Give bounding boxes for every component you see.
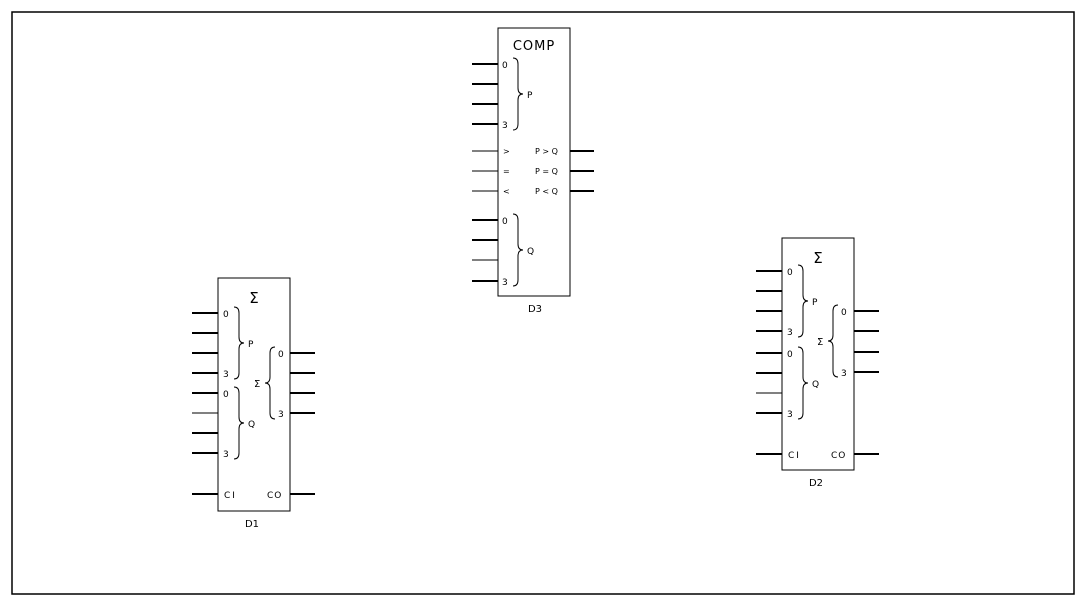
d3-lt-out-label: P < Q <box>535 187 558 196</box>
d1-title: Σ <box>249 289 258 307</box>
d1-sum-label-0: 0 <box>278 350 284 360</box>
d3-eq-in-label: = <box>503 167 510 176</box>
d3-q-label-0: 0 <box>502 217 508 227</box>
d3-q-label-3: 3 <box>502 278 508 288</box>
d1-p-brace <box>233 306 245 380</box>
d2-sum-label-0: 0 <box>841 308 847 318</box>
d1-designator: D1 <box>245 519 259 530</box>
d2-p-brace <box>797 264 809 338</box>
d1-q-brace <box>233 386 245 460</box>
d1-ci-label: CI <box>224 491 237 501</box>
component-d3-comparator[interactable]: COMP 0 3 P > = < P > Q P = Q P < Q 0 3 Q… <box>472 27 594 315</box>
component-d2-adder[interactable]: Σ 0 3 P 0 3 Q Σ 0 3 CI CO D2 <box>756 237 879 489</box>
d3-title: COMP <box>513 39 555 54</box>
d2-p-label-0: 0 <box>787 268 793 278</box>
d3-eq-out-label: P = Q <box>535 167 558 176</box>
d3-p-label: P <box>527 91 533 101</box>
d2-body <box>781 237 855 471</box>
d2-p-label: P <box>812 298 818 308</box>
d1-body <box>217 277 291 512</box>
d3-p-brace <box>512 57 524 131</box>
sheet-border <box>11 11 1075 595</box>
d3-p-label-0: 0 <box>502 61 508 71</box>
d2-co-label: CO <box>831 451 846 461</box>
d1-sum-label-3: 3 <box>278 410 284 420</box>
d1-q-label-3: 3 <box>223 450 229 460</box>
d2-sum-brace <box>827 304 839 378</box>
d3-lt-in-label: < <box>503 187 510 196</box>
d1-p-label: P <box>248 340 254 350</box>
d3-gt-out-label: P > Q <box>535 147 558 156</box>
d3-p-label-3: 3 <box>502 121 508 131</box>
d2-q-label-3: 3 <box>787 410 793 420</box>
d1-p-label-0: 0 <box>223 310 229 320</box>
d2-q-label-0: 0 <box>787 350 793 360</box>
d2-title: Σ <box>813 249 822 267</box>
d3-designator: D3 <box>528 304 542 315</box>
d2-sum-group-label: Σ <box>817 337 823 348</box>
d1-sum-brace <box>264 346 276 420</box>
d2-designator: D2 <box>809 478 823 489</box>
d2-ci-label: CI <box>788 451 801 461</box>
d2-q-label: Q <box>812 380 819 390</box>
component-d1-adder[interactable]: Σ 0 3 P 0 3 Q Σ 0 3 CI CO D1 <box>192 277 315 530</box>
d1-q-label-0: 0 <box>223 390 229 400</box>
d1-co-label: CO <box>267 491 282 501</box>
d3-body <box>497 27 571 297</box>
d1-q-label: Q <box>248 420 255 430</box>
d3-gt-in-label: > <box>503 147 510 156</box>
d2-q-brace <box>797 346 809 420</box>
d1-sum-group-label: Σ <box>254 379 260 390</box>
d2-sum-label-3: 3 <box>841 369 847 379</box>
d3-q-label: Q <box>527 247 534 257</box>
d2-p-label-3: 3 <box>787 328 793 338</box>
d3-q-brace <box>512 213 524 287</box>
d1-p-label-3: 3 <box>223 370 229 380</box>
